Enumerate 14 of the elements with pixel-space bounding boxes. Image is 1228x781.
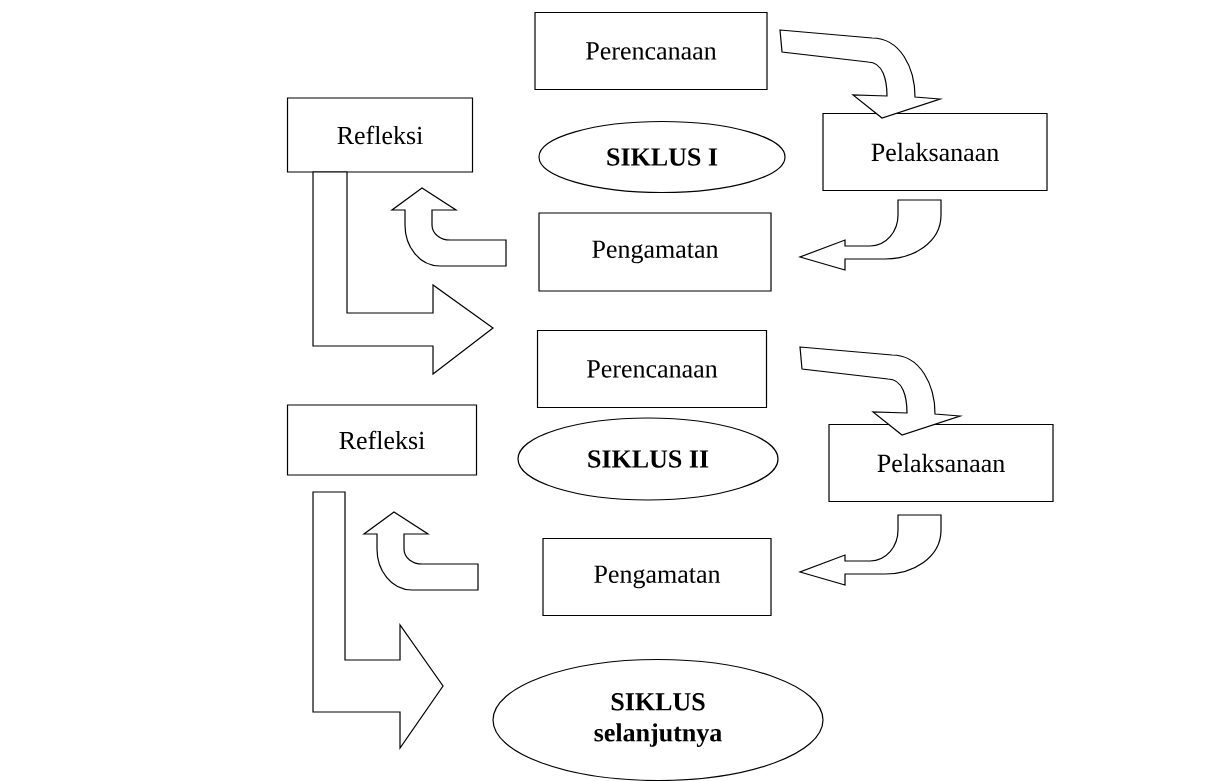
step-box: Pengamatan: [542, 537, 772, 617]
step-box: Perencanaan: [534, 11, 768, 91]
step-box: Refleksi: [286, 97, 474, 173]
block-arrow: [363, 511, 479, 591]
step-box: Pengamatan: [538, 212, 772, 292]
block-arrow: [391, 187, 507, 267]
block-arrow: [799, 199, 942, 271]
step-box: Pelaksanaan: [822, 112, 1048, 192]
block-arrow: [312, 171, 494, 376]
block-arrow: [799, 514, 942, 586]
step-box: Refleksi: [286, 404, 478, 476]
block-arrow: [312, 491, 444, 750]
step-box: Pelaksanaan: [828, 423, 1054, 503]
step-box: Perencanaan: [536, 329, 768, 409]
